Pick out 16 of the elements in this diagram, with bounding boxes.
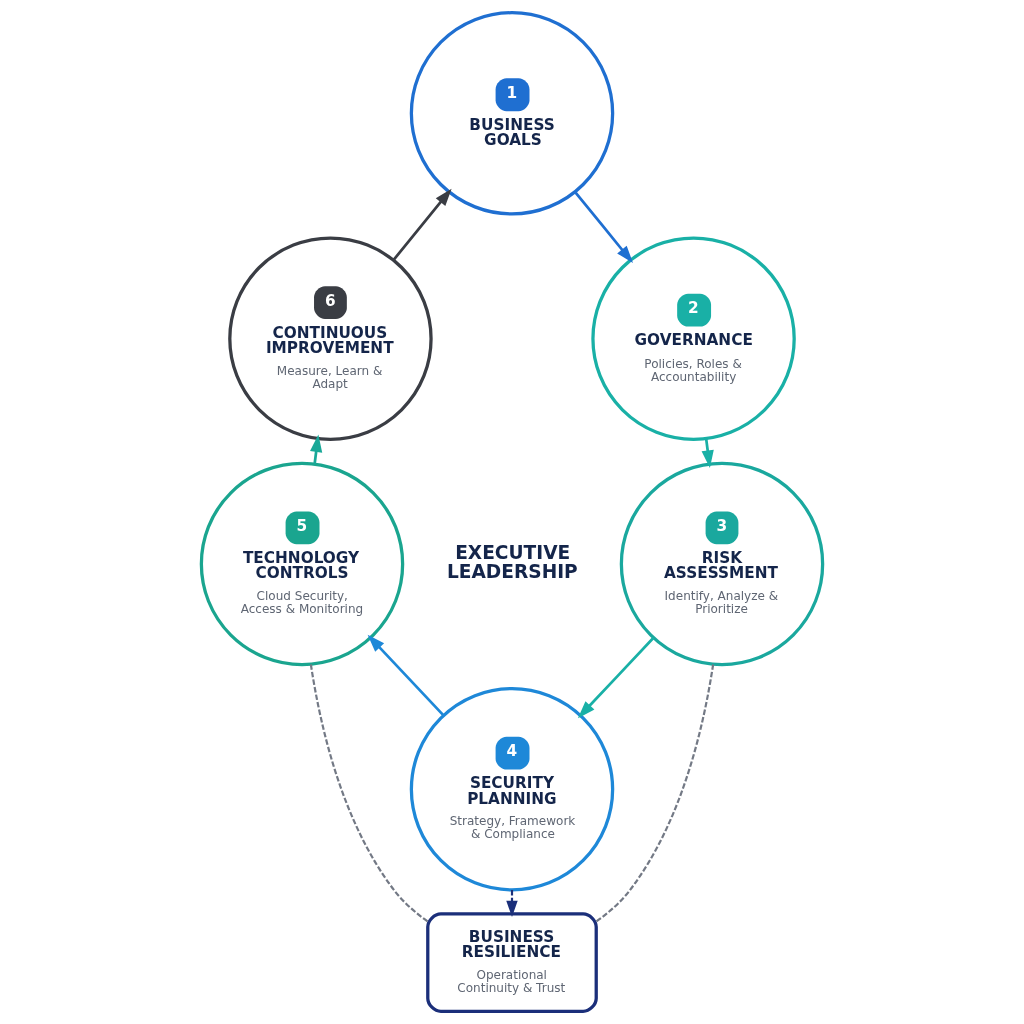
node-circle: 4 SECURITY PLANNING Strategy, Framework & Compliance	[409, 687, 615, 892]
arrow	[506, 889, 518, 918]
arrow	[392, 188, 452, 261]
node-circle: 3 RISK ASSESSMENT Identify, Analyze & Prioritize	[619, 461, 825, 667]
label: EXECUTIVE LEADERSHIP	[446, 542, 578, 582]
node-box: BUSINESS RESILIENCE Operational Continuity & Trust	[426, 912, 598, 1013]
node-circle: 6 CONTINUOUS IMPROVEMENT Measure, Learn & Adapt	[228, 236, 433, 441]
connector	[309, 664, 429, 923]
connector	[595, 664, 715, 923]
arrow	[701, 438, 714, 468]
arrow	[367, 634, 445, 717]
node-circle: 1 BUSINESS GOALS	[409, 11, 615, 216]
node-circle: 5 TECHNOLOGY CONTROLS Cloud Security, Access & Monitoring	[199, 461, 405, 667]
arrow	[573, 190, 633, 264]
node-circle: 2 GOVERNANCE Policies, Roles & Accountability	[591, 236, 796, 441]
arrow	[577, 636, 655, 719]
